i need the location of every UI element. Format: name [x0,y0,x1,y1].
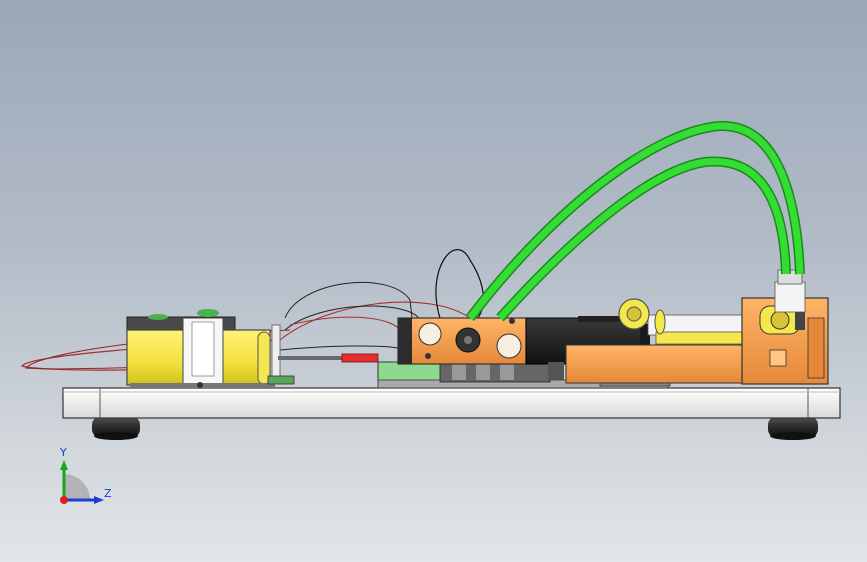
red-connector [341,353,379,363]
cylinder-fitting [618,298,666,335]
coordinate-triad [60,460,104,504]
solenoid-housing[interactable] [126,309,275,388]
pneumatic-hose-inner [496,156,791,322]
connector-post [267,324,348,385]
pneumatic-valve-body[interactable] [397,317,527,365]
z-axis-label: Z [104,487,112,500]
y-axis-label: Y [59,446,67,459]
clamp-fixture[interactable] [565,269,829,385]
base-plate [62,387,841,419]
rubber-foot-left [92,416,140,440]
pneumatic-hose-outer [466,120,805,322]
rubber-foot-right [768,416,818,440]
